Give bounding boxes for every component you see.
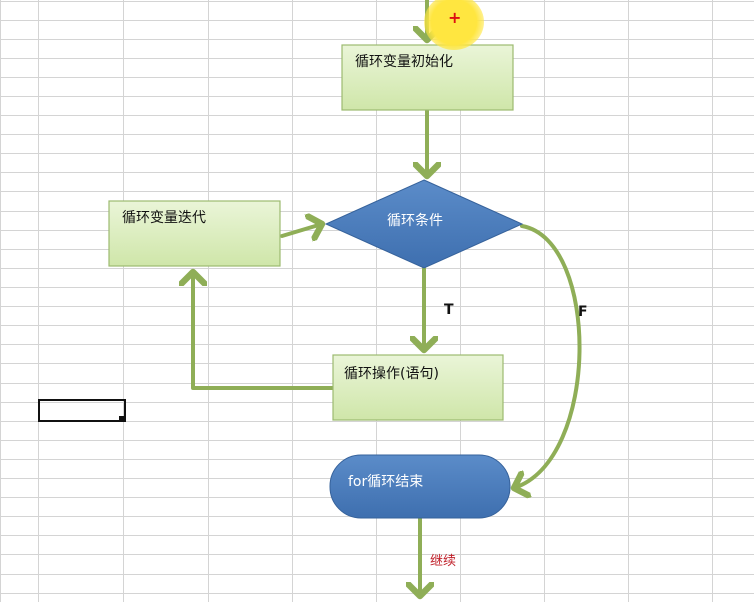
init-label: 循环变量初始化 [355, 54, 453, 70]
arrow-operation-to-iterate [193, 272, 335, 390]
mouse-cursor-highlight [424, 0, 484, 50]
arrow-condition-false [514, 224, 582, 488]
init-box[interactable] [341, 44, 514, 111]
end-terminator[interactable] [329, 454, 511, 519]
false-label: F [578, 304, 588, 320]
true-label: T [444, 302, 454, 318]
selected-cell[interactable] [38, 399, 126, 422]
iterate-box[interactable] [108, 200, 281, 267]
continue-label: 继续 [430, 554, 457, 569]
iterate-label: 循环变量迭代 [122, 210, 206, 226]
condition-diamond[interactable] [324, 179, 524, 269]
arrow-iterate-to-condition [280, 224, 322, 236]
operation-box[interactable] [332, 354, 504, 421]
condition-label: 循环条件 [387, 213, 443, 229]
end-label: for循环结束 [348, 474, 424, 490]
fill-handle[interactable] [119, 416, 125, 422]
operation-label: 循环操作(语句) [344, 366, 439, 382]
cursor-plus-icon: + [448, 8, 462, 27]
